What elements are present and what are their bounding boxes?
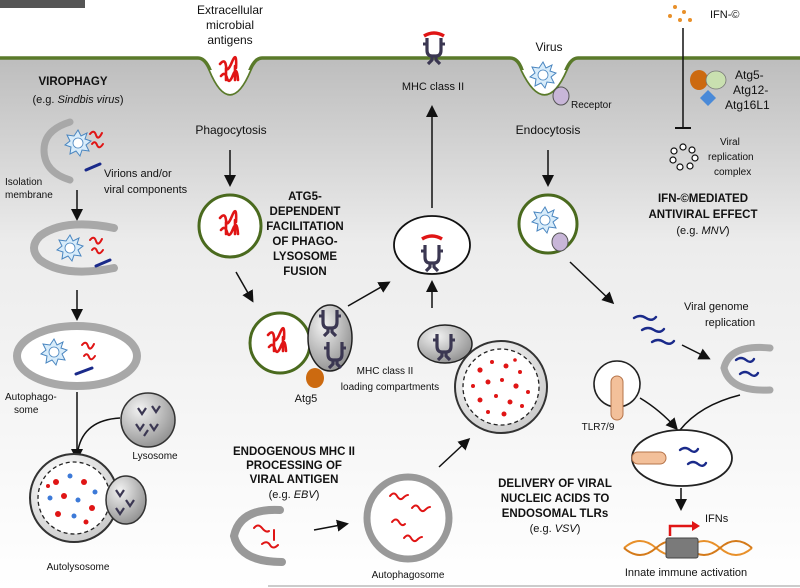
extracellular-label-2: microbial [206, 18, 254, 32]
endogenous-line1: ENDOGENOUS MHC II [233, 446, 355, 458]
ifn-effect-line2: ANTIVIRAL EFFECT [648, 209, 757, 221]
viral-genome-icon [632, 314, 676, 345]
ifns-label: IFNs [705, 513, 729, 525]
endogenous-line3: VIRAL ANTIGEN [250, 474, 339, 486]
top-bar-fragment [0, 0, 85, 8]
atg5-dependent-line2: DEPENDENT [270, 206, 341, 218]
atg5-protein [306, 368, 324, 388]
receptor-icon [552, 86, 570, 106]
delivery-line2: NUCLEIC ACIDS TO [501, 493, 610, 505]
atg5-label: Atg5 [295, 393, 318, 405]
expanding-isolation-membrane [30, 220, 118, 276]
atg5-dependent-line3: FACILITATION [266, 221, 344, 233]
complex-label-3: Atg16L1 [725, 98, 770, 112]
isolation-membrane-top [40, 118, 74, 184]
viral-genome-label-1: Viral genome [684, 301, 749, 313]
virions-label-2: viral components [104, 184, 188, 196]
endogenous-line2: PROCESSING OF [246, 460, 342, 472]
replication-label-2: replication [708, 152, 754, 163]
delivery-line1: DELIVERY OF VIRAL [498, 478, 612, 490]
atg5-dependent-line4: OF PHAGO- [272, 236, 337, 248]
virions-label-1: Virions and/or [104, 168, 172, 180]
mhc-compartment-right [417, 324, 473, 364]
innate-activation-label: Innate immune activation [625, 567, 747, 579]
bottom-autophagosome [363, 473, 453, 563]
mhc-loading-compartment [307, 304, 353, 372]
autophagosome-bottom-label: Autophagosome [372, 570, 445, 581]
endocytosis-label: Endocytosis [516, 123, 581, 137]
degraded-antigen-dots [471, 358, 530, 417]
ifn-effect-line1: IFN-©MEDIATED [658, 193, 748, 205]
extracellular-label-3: antigens [207, 33, 252, 47]
isolation-membrane-bottom [229, 505, 286, 566]
phagosome [197, 193, 263, 259]
virophagy-example: (e.g. Sindbis virus) [32, 94, 123, 106]
virus-label: Virus [535, 40, 562, 54]
tlr-label: TLR7/9 [582, 422, 615, 433]
complex-label-1: Atg5- [735, 68, 764, 82]
extracellular-label-1: Extracellular [197, 3, 263, 17]
virophagy-title: VIROPHAGY [38, 76, 107, 88]
ifn-gene-icon [665, 537, 699, 559]
ifn-dots-icon [668, 5, 692, 22]
atg5-dependent-line1: ATG5- [288, 191, 322, 203]
cytoplasm [0, 58, 800, 588]
autolysosome-contents [46, 473, 98, 525]
autophagosome-label-2: some [14, 405, 39, 416]
delivery-example: (e.g. VSV) [530, 523, 581, 535]
autophagosome-virophagy [13, 322, 141, 390]
replication-label-3: complex [714, 167, 751, 178]
lysosome-label: Lysosome [132, 451, 178, 462]
autolysosome-label: Autolysosome [47, 562, 110, 573]
delivery-line3: ENDOSOMAL TLRs [502, 508, 609, 520]
endogenous-example: (e.g. EBV) [269, 489, 320, 501]
isolation-membrane-label-1: Isolation [5, 177, 42, 188]
tlr-receptor-icon [610, 375, 624, 421]
viral-genome-label-2: replication [705, 317, 755, 329]
mhc-loading-label-1: MHC class II [357, 366, 414, 377]
ifn-effect-example: (e.g. MNV) [676, 225, 729, 237]
mhc-loading-label-2: loading compartments [341, 382, 439, 393]
replication-complex-icon [669, 143, 699, 171]
replication-label-1: Viral [720, 137, 740, 148]
atg5-complex-icon [690, 70, 708, 90]
mhc-class-ii-label: MHC class II [402, 81, 464, 93]
ifn-label: IFN-© [710, 9, 740, 21]
atg5-dependent-line6: FUSION [283, 266, 326, 278]
complex-label-2: Atg12- [733, 83, 768, 97]
isolation-membrane-label-2: membrane [5, 190, 53, 201]
atg5-dependent-line5: LYSOSOME [273, 251, 337, 263]
lysosome [120, 392, 176, 448]
autophagosome-label-1: Autophago- [5, 392, 57, 403]
phagocytosis-label: Phagocytosis [195, 123, 266, 137]
isolation-membrane-viral-rna [720, 343, 774, 394]
fusing-phagosome [248, 311, 312, 375]
receptor-label: Receptor [571, 100, 612, 111]
mhc-presentation-vesicle [393, 215, 471, 275]
